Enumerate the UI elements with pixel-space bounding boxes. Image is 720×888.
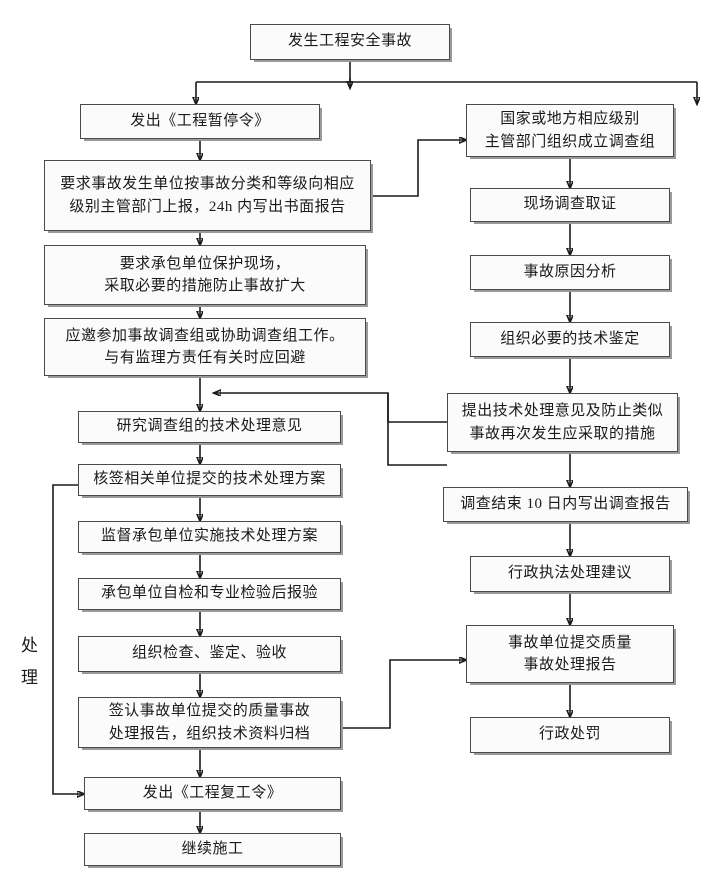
node-sign-quality-report[interactable]: 签认事故单位提交的质量事故 处理报告，组织技术资料归档 xyxy=(78,697,341,748)
node-enforcement-suggestion[interactable]: 行政执法处理建议 xyxy=(470,556,670,592)
node-cause-analysis[interactable]: 事故原因分析 xyxy=(470,255,670,290)
node-report-to-authority[interactable]: 要求事故发生单位按事故分类和等级向相应 级别主管部门上报，24h 内写出书面报告 xyxy=(44,160,371,231)
node-continue-construction[interactable]: 继续施工 xyxy=(84,833,341,866)
node-technical-appraisal[interactable]: 组织必要的技术鉴定 xyxy=(470,322,670,357)
node-establish-investigation-group[interactable]: 国家或地方相应级别 主管部门组织成立调查组 xyxy=(466,104,674,157)
node-join-investigation-team[interactable]: 应邀参加事故调查组或协助调查组工作。 与有监理方责任有关时应回避 xyxy=(44,318,366,376)
node-contractor-self-inspection[interactable]: 承包单位自检和专业检验后报验 xyxy=(78,578,341,610)
node-administrative-penalty[interactable]: 行政处罚 xyxy=(470,717,670,753)
node-investigation-report[interactable]: 调查结束 10 日内写出调查报告 xyxy=(443,487,688,522)
node-organize-inspection-acceptance[interactable]: 组织检查、鉴定、验收 xyxy=(78,636,341,672)
node-issue-suspension-order[interactable]: 发出《工程暂停令》 xyxy=(80,104,320,139)
node-unit-submit-report[interactable]: 事故单位提交质量 事故处理报告 xyxy=(466,625,674,683)
node-issue-resume-order[interactable]: 发出《工程复工令》 xyxy=(84,777,341,810)
node-accident-occurs[interactable]: 发生工程安全事故 xyxy=(250,24,450,60)
node-countersign-technical-plan[interactable]: 核签相关单位提交的技术处理方案 xyxy=(78,464,341,496)
node-study-technical-opinion[interactable]: 研究调查组的技术处理意见 xyxy=(78,411,341,443)
node-propose-measures[interactable]: 提出技术处理意见及防止类似 事故再次发生应采取的措施 xyxy=(447,393,678,452)
side-label-processing: 处理 xyxy=(21,636,39,688)
node-protect-scene[interactable]: 要求承包单位保护现场， 采取必要的措施防止事故扩大 xyxy=(44,245,366,305)
node-supervise-implementation[interactable]: 监督承包单位实施技术处理方案 xyxy=(78,521,341,553)
node-site-investigation[interactable]: 现场调查取证 xyxy=(470,188,670,222)
